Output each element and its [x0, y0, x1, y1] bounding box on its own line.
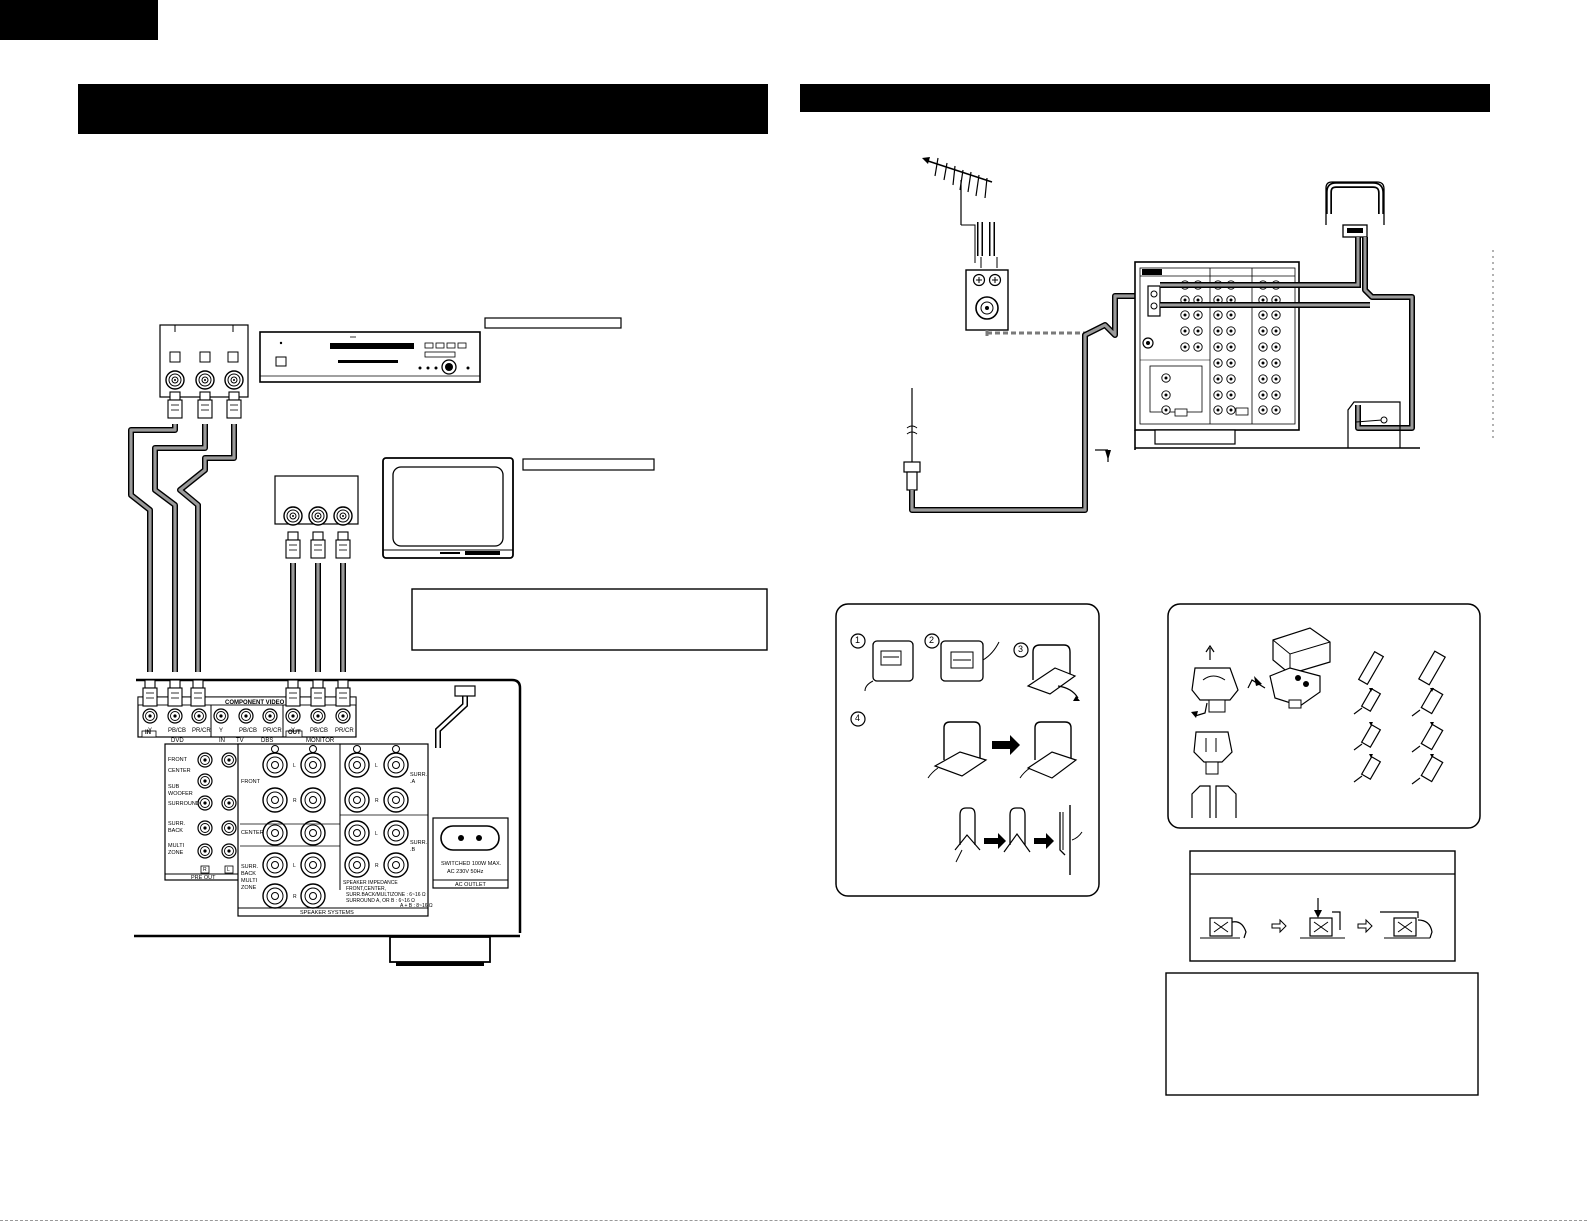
pr-label-monitor: PR/CR: [335, 728, 354, 734]
speaker-surrback-label: SURR. BACK MULTI ZONE: [241, 864, 259, 891]
pb-label-dvd: PB/CB: [168, 728, 187, 734]
pr-label-dvd: PR/CR: [192, 728, 211, 734]
impedance-line2: SURR.BACK/MULTIZONE : 6~16 Ω: [346, 892, 426, 898]
speaker-surr-a-label: SURR. .A: [410, 772, 428, 785]
dvd-player-illustration: [259, 331, 481, 383]
speaker-center-label: CENTER: [241, 830, 264, 836]
y-label-tv: Y: [219, 728, 224, 734]
y-label-dvd: Y: [148, 728, 153, 734]
receiver-rear-panel: [134, 678, 522, 966]
monitor-label: MONITOR: [306, 738, 335, 744]
preout-l-label: L: [227, 867, 230, 873]
step-1-number: 1: [855, 635, 861, 645]
dvd-label: DVD: [171, 738, 184, 744]
preout-multizone-label: MULTI ZONE: [168, 843, 185, 856]
step-4-number: 4: [855, 713, 861, 723]
ac-outlet-line1: SWITCHED 100W MAX.: [441, 861, 502, 867]
speaker-r-label-4: R: [375, 863, 379, 869]
video-cables-tv: [290, 563, 346, 672]
impedance-line1: FRONT,CENTER,: [346, 886, 386, 892]
dvd-label-box: [484, 317, 622, 329]
video-cables-dvd: [128, 424, 237, 672]
terminal-connection-steps-box: [1189, 850, 1456, 962]
antenna-connector-box: [1167, 603, 1481, 829]
speaker-r-label-1: R: [293, 798, 297, 804]
ac-outlet-line2: AC 230V 50Hz: [447, 869, 484, 875]
out-label: OUT: [288, 730, 301, 736]
y-label-monitor: Y: [291, 728, 296, 734]
preout-center-label: CENTER: [168, 768, 191, 774]
speaker-surr-b-label: SURR. .B: [410, 840, 428, 853]
component-video-label: COMPONENT VIDEO: [225, 700, 285, 706]
preout-subwoofer-label: SUB WOOFER: [168, 784, 193, 797]
preout-front-label: FRONT: [168, 757, 187, 763]
preout-surrback-label: SURR. BACK: [168, 821, 186, 834]
tv-input-panel: [274, 475, 359, 559]
speaker-systems-label: SPEAKER SYSTEMS: [300, 910, 354, 916]
fm-antenna-diagram: [903, 157, 1160, 513]
speaker-r-label-2: R: [293, 894, 297, 900]
impedance-line4: A + B : 8~16 Ω: [400, 903, 433, 909]
tv-label: TV: [236, 738, 244, 744]
note-box-right: [1165, 972, 1479, 1096]
page-bottom-rule: [0, 1220, 1587, 1221]
tv-monitor-illustration: [382, 457, 514, 559]
pb-label-monitor: PB/CB: [310, 728, 329, 734]
pr-label-tv: PR/CR: [263, 728, 282, 734]
step-2-number: 2: [929, 635, 935, 645]
impedance-line3: SURROUND A, OR B : 6~16 Ω: [346, 898, 415, 904]
section-header-bar-right: [800, 84, 1490, 112]
speaker-l-label-2: L: [293, 863, 296, 869]
am-loop-antenna: [1160, 181, 1415, 448]
note-box-left: [411, 588, 768, 651]
tv-label-box: [522, 458, 655, 471]
pb-label-tv: PB/CB: [239, 728, 258, 734]
speaker-r-label-3: R: [375, 798, 379, 804]
speaker-l-label-3: L: [375, 763, 378, 769]
ac-outlet-title: AC OUTLET: [455, 882, 486, 888]
speaker-l-label-1: L: [293, 763, 296, 769]
speaker-l-label-4: L: [375, 831, 378, 837]
section-header-bar-left: [78, 84, 768, 134]
in-label-tv: IN: [219, 738, 225, 744]
am-antenna-assembly-box: [835, 603, 1100, 897]
dbs-label: DBS: [261, 738, 274, 744]
receiver-antenna-terminals: [1134, 261, 1420, 450]
in-label-dvd: IN: [145, 730, 151, 736]
preout-r-label: R: [203, 867, 207, 873]
step-3-number: 3: [1018, 644, 1024, 654]
page-corner-tab: [0, 0, 158, 40]
dvd-output-panel: [159, 324, 249, 419]
pre-out-label: PRE OUT: [191, 875, 216, 881]
preout-surround-label: SURROUND: [168, 801, 200, 807]
impedance-title: SPEAKER IMPEDANCE: [343, 880, 398, 886]
speaker-front-label: FRONT: [241, 779, 260, 785]
